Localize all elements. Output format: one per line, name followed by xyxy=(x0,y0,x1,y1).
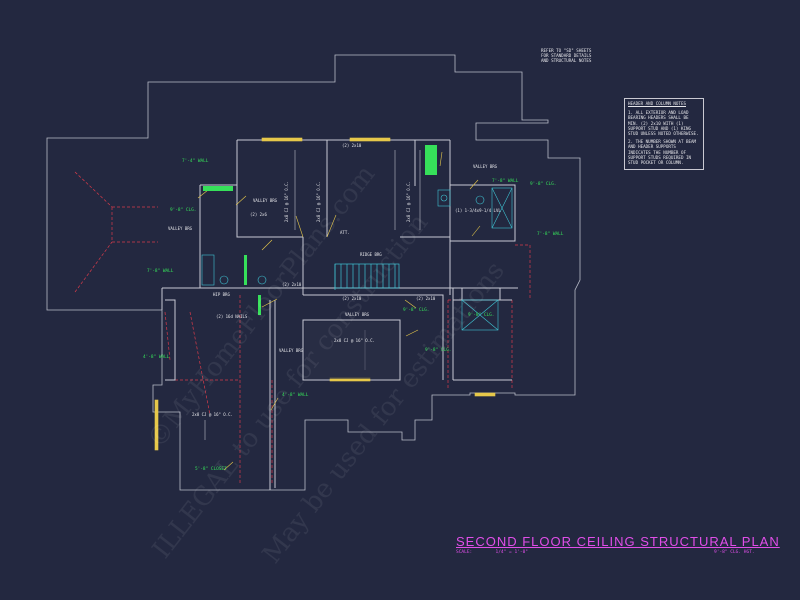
bearing-label: HIP BRG xyxy=(213,292,230,297)
note-2: 2. THE NUMBER SHOWN AT BEAM AND HEADER S… xyxy=(628,139,697,166)
refer-line-3: AND STRUCTURAL NOTES xyxy=(541,58,592,64)
hip-lines xyxy=(74,171,531,485)
refer-line-1: REFER TO "SD" SHEETS xyxy=(541,48,592,53)
roof-outline xyxy=(46,54,581,491)
refer-line-2: FOR STANDARD DETAILS xyxy=(541,53,592,59)
bearing-label: RIDGE BRG xyxy=(360,252,382,257)
ceiling-label: 9'-8" CLG. xyxy=(530,181,556,187)
joist-label: 2x8 CJ @ 16" O.C. xyxy=(406,181,411,222)
interior-fill xyxy=(305,322,399,379)
refer-note: REFER TO "SD" SHEETS FOR STANDARD DETAIL… xyxy=(538,46,608,67)
ceiling-label: 9'-8" CLG. xyxy=(468,312,494,318)
header-label: (2) 2x10 xyxy=(342,143,362,148)
wall-label: 7'-8" WALL xyxy=(537,231,564,237)
ceiling-height-note: 9'-8" CLG. HGT. xyxy=(714,550,755,555)
header-label: (2) 2x10 xyxy=(282,282,302,287)
scale-row: SCALE: 1/4" = 1'-0" 9'-8" CLG. HGT. xyxy=(456,549,756,557)
ceiling-label: 9'-8" CLG. xyxy=(403,307,429,313)
joist-label: 2x8 CJ @ 16" O.C. xyxy=(192,412,233,417)
joist-arrows xyxy=(204,150,421,440)
walls xyxy=(161,139,518,490)
header-label: (2) 2x6 xyxy=(250,212,267,217)
plumbing-fixtures xyxy=(201,187,513,331)
attic-label: ATT. xyxy=(340,230,350,235)
stairs xyxy=(334,263,400,290)
joist-label: 2x8 CJ @ 16" O.C. xyxy=(316,181,321,222)
header-column-notes: HEADER AND COLUMN NOTES 1. ALL EXTERIOR … xyxy=(624,98,704,170)
note-1: 1. ALL EXTERIOR AND LOAD BEARING HEADERS… xyxy=(628,110,699,137)
plan-labels: 7'-4" WALL 9'-8" CLG. VALLEY BRG 7'-8" W… xyxy=(143,143,564,472)
joist-label: 2x8 CJ @ 16" O.C. xyxy=(284,181,289,222)
title-block: SECOND FLOOR CEILING STRUCTURAL PLAN SCA… xyxy=(456,534,780,557)
notes-title: HEADER AND COLUMN NOTES xyxy=(628,101,686,106)
header-label: (2) 2x10 xyxy=(416,296,436,301)
closet-label: 5'-8" CLOSET xyxy=(195,466,227,472)
wall-label: 4'-8" WALL xyxy=(143,354,170,360)
joist-label: 2x8 CJ @ 16" O.C. xyxy=(334,338,375,343)
bearing-label: VALLEY BRG xyxy=(473,164,498,169)
green-markers xyxy=(203,145,437,315)
bearing-label: VALLEY BRG xyxy=(253,198,278,203)
nails-label: (2) 16d NAILS xyxy=(216,314,248,319)
header-label: (2) 2x10 xyxy=(342,296,362,301)
wall-label: 7'-8" WALL xyxy=(492,178,519,184)
scale-label: SCALE: xyxy=(456,550,473,555)
wall-label: 7'-8" WALL xyxy=(147,268,174,274)
plan-title: SECOND FLOOR CEILING STRUCTURAL PLAN xyxy=(456,534,780,549)
wall-label: 4'-8" WALL xyxy=(282,392,309,398)
bearing-label: VALLEY BRG xyxy=(279,348,304,353)
ceiling-label: 9'-8" CLG. xyxy=(425,347,451,353)
wall-label: 7'-4" WALL xyxy=(182,158,209,164)
doors xyxy=(154,137,496,471)
ceiling-label: 9'-8" CLG. xyxy=(170,207,196,213)
bearing-label: VALLEY BRG xyxy=(168,226,193,231)
scale-value: 1/4" = 1'-0" xyxy=(495,550,528,555)
bearing-label: VALLEY BRG xyxy=(345,312,370,317)
beam-label: (1) 1-3/4x9-1/4 LVL xyxy=(455,208,501,213)
